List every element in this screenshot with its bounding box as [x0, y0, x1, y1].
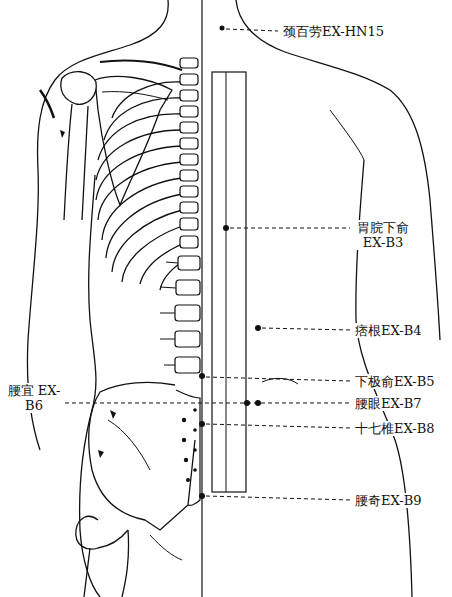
point-label: 胃脘下俞 EX-B3 [350, 220, 416, 250]
point-label: 腰宜 EX-B6 [6, 383, 62, 413]
point-label: 痞根EX-B4 [354, 323, 423, 338]
point-label: 颈百劳EX-HN15 [282, 24, 385, 39]
point-label: 腰奇EX-B9 [354, 493, 423, 508]
point-label: 十七椎EX-B8 [354, 421, 436, 436]
point-label: 下极俞EX-B5 [354, 374, 436, 389]
point-label: 腰眼EX-B7 [354, 396, 423, 411]
